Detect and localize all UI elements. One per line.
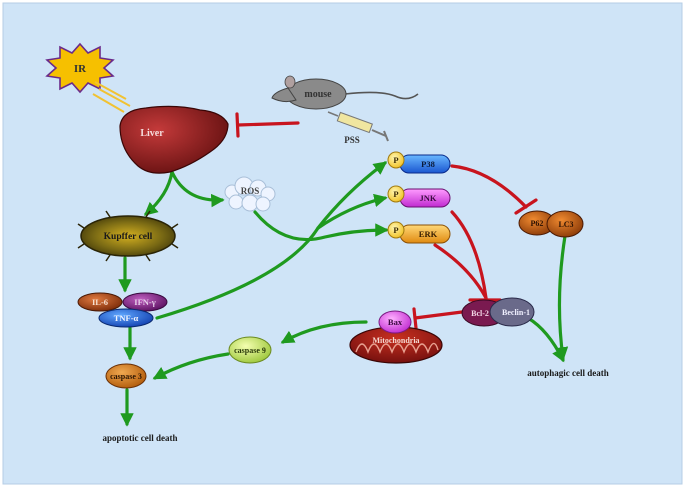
lc3-icon bbox=[546, 210, 584, 238]
kupffer-spikes-icon bbox=[77, 210, 179, 262]
caspase3-label: caspase 3 bbox=[110, 372, 142, 381]
ifn-label: IFN-γ bbox=[134, 297, 155, 307]
p38-phospho-label: P bbox=[393, 155, 398, 165]
kupffer-cell-icon bbox=[80, 215, 176, 257]
inhibit-mouse-to-liver-bar bbox=[235, 112, 240, 138]
bax-icon bbox=[378, 310, 412, 334]
arrow-ros-to-erk bbox=[253, 210, 389, 242]
jnk-phospho-badge bbox=[387, 185, 405, 203]
il6-icon bbox=[77, 292, 123, 312]
arrow-p62lc3-to-autophagy bbox=[554, 234, 569, 361]
inhibit-jnk-to-bcl2 bbox=[450, 210, 488, 300]
beclin1-icon bbox=[489, 297, 535, 327]
ir-node: IR bbox=[45, 42, 131, 113]
bcl2-beclin1-node: Bcl-2 Beclin-1 bbox=[461, 297, 535, 327]
radiation-rays-icon bbox=[92, 81, 131, 113]
jnk-phospho-label: P bbox=[393, 189, 398, 199]
caspase3-icon bbox=[105, 363, 147, 389]
p62-label: P62 bbox=[531, 219, 544, 228]
caspase9-node: caspase 9 bbox=[228, 336, 272, 364]
arrow-liver-to-ros bbox=[170, 170, 225, 208]
autophagic-label: autophagic cell death bbox=[527, 368, 609, 378]
caspase9-label: caspase 9 bbox=[234, 346, 266, 355]
p38-phospho-badge bbox=[387, 151, 405, 169]
mitochondria-label: Mitochondria bbox=[372, 336, 419, 345]
kupffer-cell-node: Kupffer cell bbox=[77, 210, 179, 262]
inhibit-p38-to-p62 bbox=[450, 164, 528, 209]
inhibit-p38-to-p62-bar bbox=[514, 198, 538, 215]
mouse-node: mouse PSS bbox=[271, 75, 419, 145]
mouse-head-icon bbox=[271, 87, 297, 103]
liver-icon bbox=[119, 105, 229, 174]
mouse-label: mouse bbox=[304, 89, 332, 100]
ros-cloud-icon bbox=[224, 176, 276, 212]
mouse-tail-icon bbox=[344, 91, 419, 100]
p38-label: P38 bbox=[421, 159, 435, 169]
lc3-label: LC3 bbox=[558, 220, 573, 229]
syringe-icon bbox=[327, 111, 389, 142]
kupffer-label: Kupffer cell bbox=[104, 232, 153, 242]
bax-node: Bax bbox=[378, 310, 412, 334]
mouse-ear-icon bbox=[284, 75, 296, 89]
inhibit-erk-to-bcl2 bbox=[433, 243, 488, 300]
ifn-icon bbox=[122, 292, 168, 312]
inhibit-bcl2-to-bax-bar bbox=[412, 307, 418, 330]
ros-node: ROS bbox=[224, 176, 276, 212]
arrow-caspase9-to-caspase3 bbox=[152, 352, 230, 380]
tnf-icon bbox=[98, 308, 154, 328]
pss-label: PSS bbox=[344, 135, 360, 145]
erk-label: ERK bbox=[419, 229, 438, 239]
tnf-label: TNF-α bbox=[114, 313, 139, 323]
apoptotic-label: apoptotic cell death bbox=[103, 433, 178, 443]
ros-label: ROS bbox=[241, 186, 260, 196]
beclin1-label: Beclin-1 bbox=[502, 308, 530, 317]
caspase9-icon bbox=[228, 336, 272, 364]
p38-node: P38 P bbox=[387, 151, 451, 174]
arrow-bax-to-caspase9 bbox=[280, 320, 368, 344]
arrow-tnf-to-p38 bbox=[155, 161, 388, 320]
bcl2-label: Bcl-2 bbox=[471, 309, 489, 318]
inhibit-mouse-to-liver bbox=[236, 121, 300, 127]
liver-node: Liver bbox=[119, 105, 229, 174]
p62-lc3-node: P62 LC3 bbox=[518, 210, 584, 238]
ir-burst-icon bbox=[45, 42, 115, 94]
erk-phospho-badge bbox=[387, 221, 405, 239]
liver-label: Liver bbox=[140, 128, 164, 139]
bax-label: Bax bbox=[388, 317, 403, 327]
cytokines-node: IL-6 IFN-γ TNF-α bbox=[77, 292, 168, 328]
erk-node: ERK P bbox=[387, 221, 451, 244]
inhibit-bcl2-to-bax bbox=[413, 310, 464, 320]
il6-label: IL-6 bbox=[92, 297, 108, 307]
erk-phospho-label: P bbox=[393, 225, 398, 235]
jnk-label: JNK bbox=[420, 193, 437, 203]
jnk-node: JNK P bbox=[387, 185, 451, 208]
mitochondria-cristae-icon bbox=[355, 342, 439, 354]
caspase3-node: caspase 3 bbox=[105, 363, 147, 389]
ir-label: IR bbox=[74, 63, 87, 75]
arrow-tnf-to-jnk bbox=[316, 193, 388, 230]
